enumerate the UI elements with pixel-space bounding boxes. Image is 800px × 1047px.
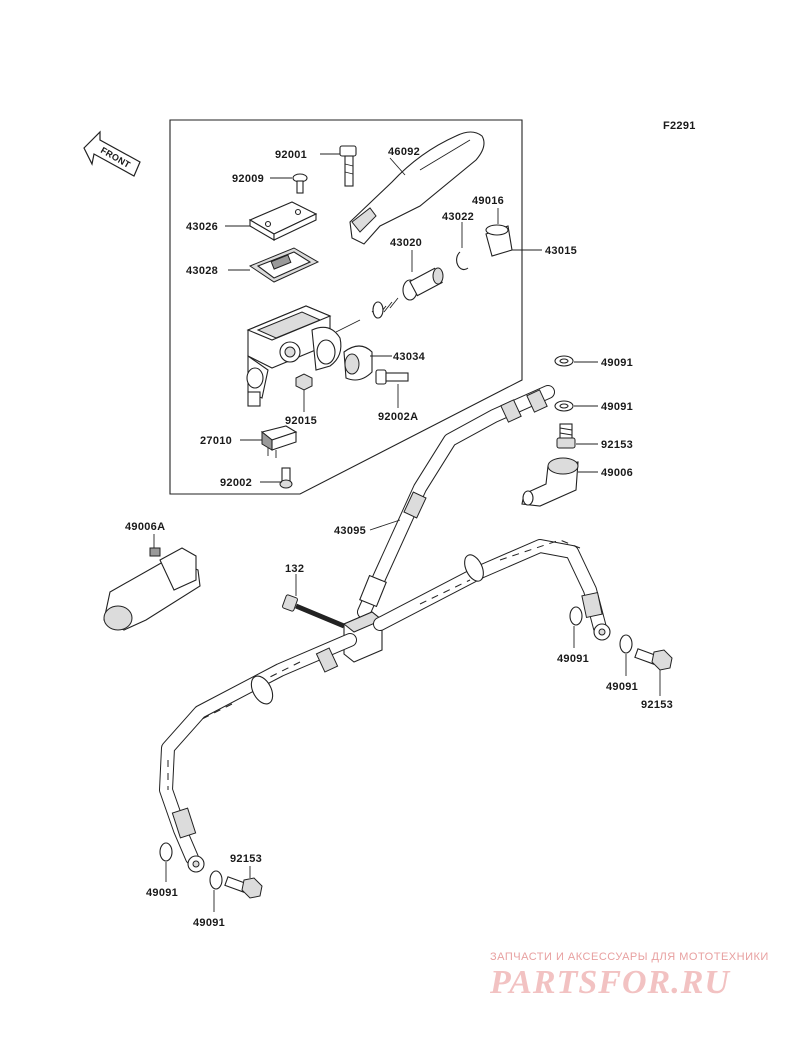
banjo-bolt-icon — [556, 423, 576, 449]
label-43026: 43026 — [186, 221, 218, 233]
junction-block-icon — [343, 611, 383, 663]
brake-switch-icon — [260, 425, 298, 458]
junction-bolt-icon — [282, 594, 345, 629]
label-43028: 43028 — [186, 265, 218, 277]
label-49091-c: 49091 — [557, 653, 589, 665]
label-92015: 92015 — [285, 415, 317, 427]
pivot-bolt-icon — [339, 145, 357, 187]
clamp-icon — [343, 345, 373, 381]
washer-icon — [569, 606, 583, 626]
washer-icon — [619, 634, 633, 654]
label-92002: 92002 — [220, 477, 252, 489]
screw-icon — [292, 173, 308, 194]
diaphragm-icon — [248, 247, 320, 283]
banjo-bolt-icon — [224, 876, 263, 899]
master-cylinder-body-icon — [246, 305, 342, 407]
label-49006A: 49006A — [125, 521, 165, 533]
nut-icon — [295, 373, 313, 391]
label-43034: 43034 — [393, 351, 426, 363]
hose-cover-icon — [103, 547, 201, 631]
clamp-bolt-icon — [375, 369, 409, 385]
label-43022: 43022 — [442, 211, 474, 223]
label-49006: 49006 — [601, 467, 633, 479]
banjo-bolt-icon — [634, 648, 673, 671]
label-92153-b: 92153 — [641, 699, 673, 711]
washer-icon — [554, 400, 574, 412]
dust-boot-icon — [485, 224, 513, 257]
label-46092: 46092 — [388, 146, 420, 158]
brake-hose-upper-icon — [357, 385, 555, 619]
label-92153-c: 92153 — [230, 853, 262, 865]
label-49091-f: 49091 — [193, 917, 225, 929]
label-49091-b: 49091 — [601, 401, 633, 413]
label-49091-d: 49091 — [606, 681, 638, 693]
washer-icon — [209, 870, 223, 890]
label-27010: 27010 — [200, 435, 232, 447]
fitting-cover-icon — [521, 457, 579, 507]
front-arrow-icon: FRONT — [83, 130, 141, 177]
label-92009: 92009 — [232, 173, 264, 185]
brake-lever-icon — [349, 131, 485, 245]
watermark-logo: PARTSFOR.RU — [490, 964, 730, 1001]
figure-code: F2291 — [663, 120, 696, 132]
brake-hose-right-icon — [373, 539, 611, 641]
label-92001: 92001 — [275, 149, 307, 161]
label-132: 132 — [285, 563, 304, 575]
washer-icon — [554, 355, 574, 367]
label-43095: 43095 — [334, 525, 366, 537]
watermark-tagline: ЗАПЧАСТИ И АКСЕССУАРЫ ДЛЯ МОТОТЕХНИКИ — [490, 951, 769, 963]
label-43015: 43015 — [545, 245, 577, 257]
label-43020: 43020 — [390, 237, 422, 249]
washer-icon — [159, 842, 173, 862]
label-92002A: 92002A — [378, 411, 418, 423]
brake-hose-lower-icon — [159, 633, 357, 873]
piston-kit-icon — [371, 267, 444, 319]
circlip-icon — [456, 251, 469, 271]
reservoir-cap-icon — [248, 201, 318, 241]
switch-screw-icon — [279, 467, 293, 489]
label-92153-a: 92153 — [601, 439, 633, 451]
assembly-box — [169, 119, 523, 495]
label-49091-e: 49091 — [146, 887, 178, 899]
label-49016: 49016 — [472, 195, 504, 207]
label-49091-a: 49091 — [601, 357, 633, 369]
